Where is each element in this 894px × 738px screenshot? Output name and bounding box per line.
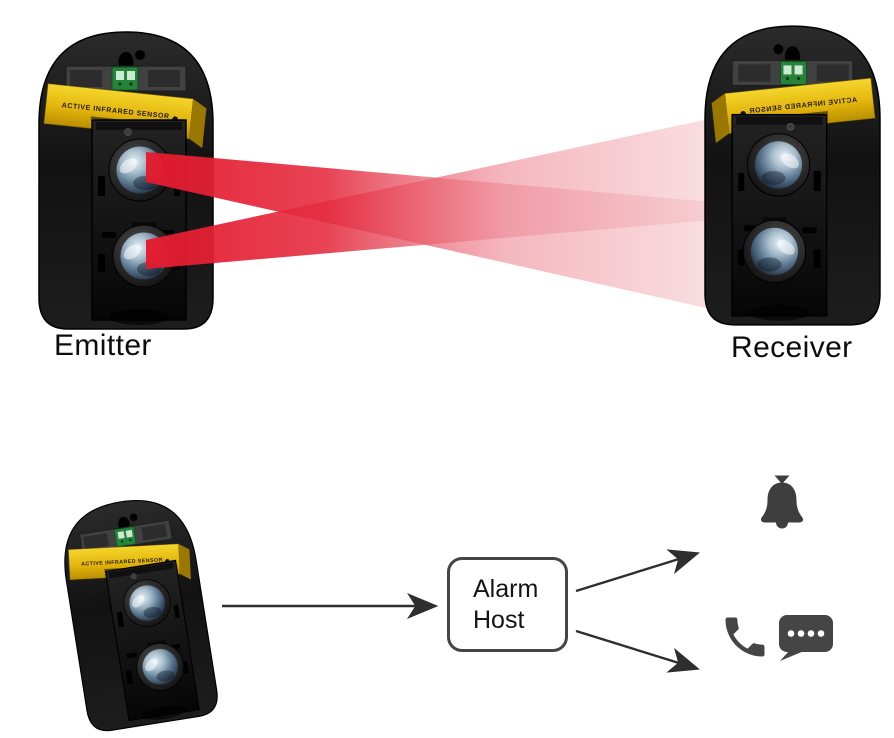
alarm-host-line1: Alarm (473, 575, 539, 603)
detector-device-small (53, 487, 224, 738)
alarm-host-box: Alarm Host (447, 557, 568, 652)
receiver-device (702, 20, 883, 332)
receiver-label: Receiver (731, 331, 853, 364)
emitter-device (36, 26, 216, 336)
arrow-host-to-bell (575, 549, 700, 593)
beam-top (146, 152, 746, 317)
phone-icon (725, 617, 765, 657)
arrow-host-to-phone (575, 629, 700, 673)
bell-icon (760, 475, 804, 529)
beam-bottom (146, 111, 746, 269)
alarm-host-line2: Host (473, 605, 525, 634)
emitter-label: Emitter (54, 329, 152, 362)
message-icon (779, 615, 833, 661)
